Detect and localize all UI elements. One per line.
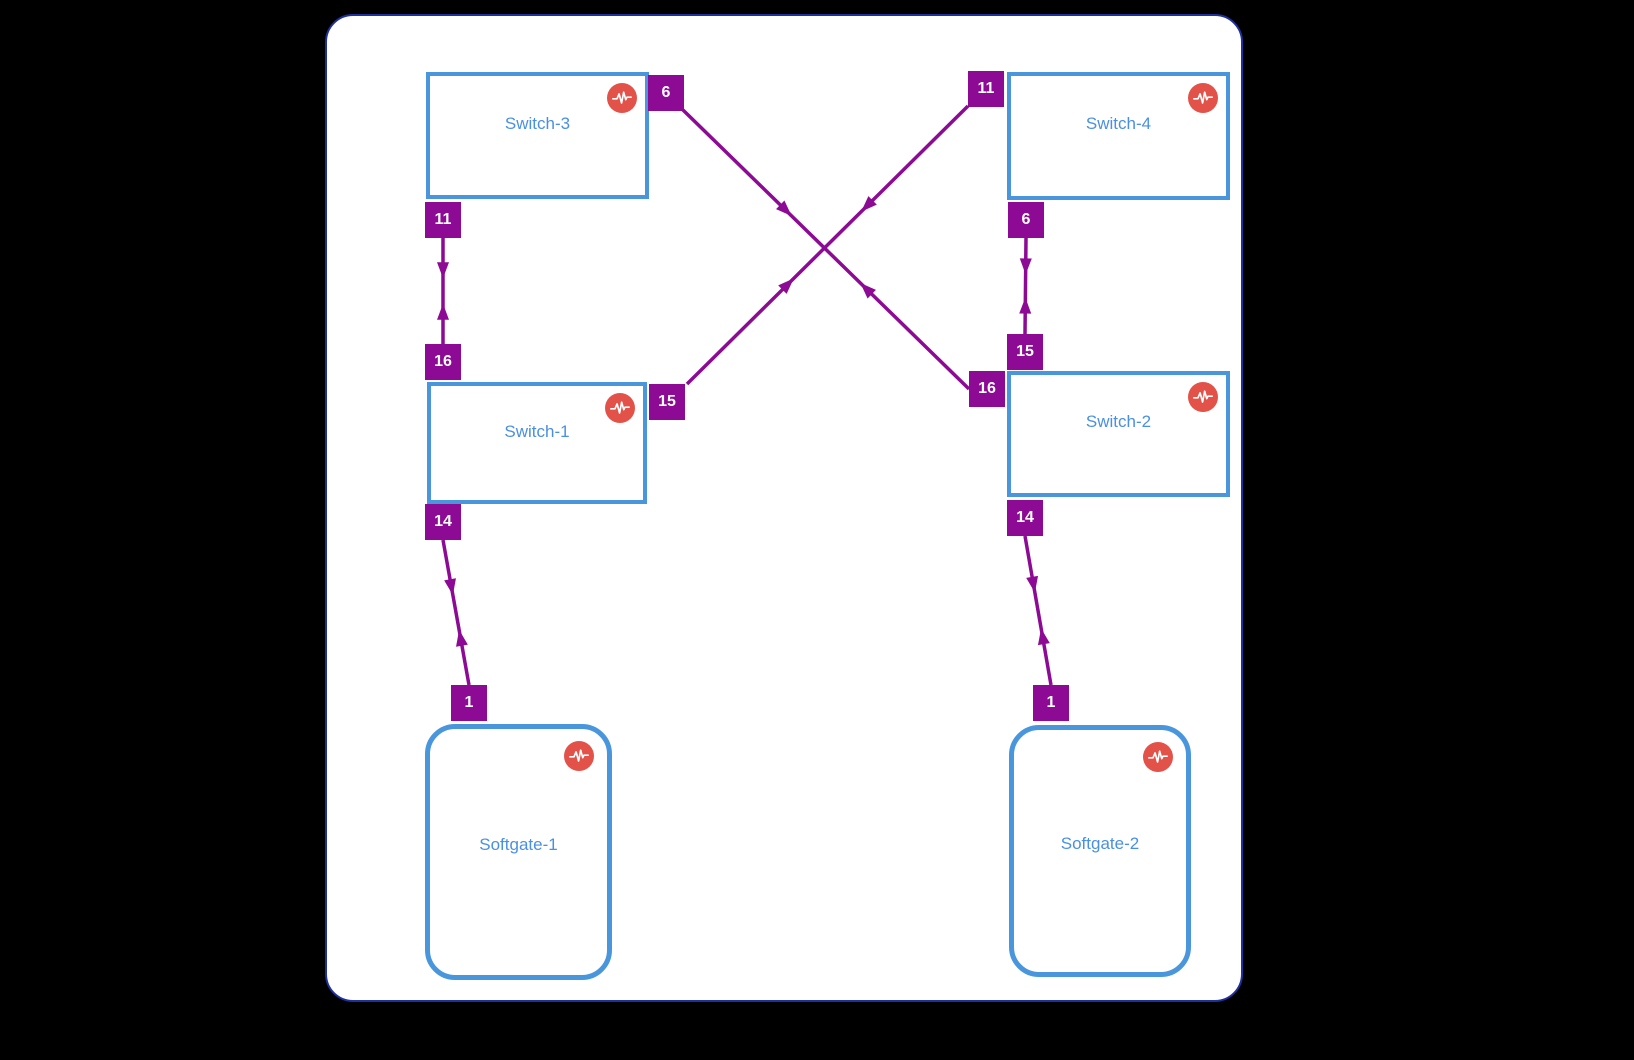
node-softgate-2[interactable]: Softgate-2 [1009,725,1191,977]
pulse-waveform [1193,390,1213,403]
port-switch-1-14[interactable]: 14 [425,504,461,540]
link-switch2-14-softgate2-1-arrow-backward [1037,628,1050,646]
activity-icon [1188,83,1218,113]
diagram-canvas[interactable]: Switch-3 Switch-4 Switch-1 Switch-2 Soft… [325,14,1243,1002]
pulse-waveform [569,749,589,762]
node-switch-1[interactable]: Switch-1 [427,382,647,504]
link-switch4-6-switch2-15-line[interactable] [1023,237,1028,335]
link-switch4-11-switch1-15-arrow-backward [778,278,794,294]
link-switch3-11-switch1-16-arrow-forward [437,262,449,279]
node-label-switch-2: Switch-2 [1085,412,1152,432]
port-switch-3-11[interactable]: 11 [425,202,461,238]
link-switch2-14-softgate2-1-arrow-forward [1026,575,1039,593]
port-switch-1-15[interactable]: 15 [649,384,685,420]
link-switch3-6-switch2-16-arrow-backward [860,282,876,299]
node-label-softgate-2: Softgate-2 [1060,833,1140,853]
port-switch-3-6[interactable]: 6 [648,75,684,111]
activity-icon [1143,742,1173,772]
node-label-softgate-1: Softgate-1 [479,834,558,854]
link-switch3-11-switch1-16-arrow-backward [437,303,449,320]
link-switch3-6-switch2-16-arrow-forward [776,200,792,217]
port-switch-2-14[interactable]: 14 [1007,500,1043,536]
pulse-waveform [1148,750,1168,763]
node-label-switch-3: Switch-3 [504,113,571,133]
pulse-waveform [610,401,630,414]
link-switch1-14-softgate1-1-arrow-backward [456,629,468,647]
link-switch4-11-switch1-15[interactable] [685,104,970,386]
links-layer [437,104,1053,686]
activity-icon [1188,382,1218,412]
node-softgate-1[interactable]: Softgate-1 [425,724,612,980]
link-switch1-14-softgate1-1-arrow-forward [444,578,456,596]
node-switch-3[interactable]: Switch-3 [426,72,649,199]
port-switch-2-16[interactable]: 16 [969,371,1005,407]
port-switch-4-6[interactable]: 6 [1008,202,1044,238]
port-switch-4-11[interactable]: 11 [968,71,1004,107]
pulse-waveform [1193,91,1213,104]
link-switch3-11-switch1-16[interactable] [437,238,449,344]
node-switch-4[interactable]: Switch-4 [1007,72,1230,200]
link-switch2-14-softgate2-1[interactable] [1023,535,1053,686]
link-switch1-14-softgate1-1-line[interactable] [441,539,471,686]
port-switch-1-16[interactable]: 16 [425,344,461,380]
link-switch4-11-switch1-15-arrow-forward [861,196,877,212]
port-switch-2-15[interactable]: 15 [1007,334,1043,370]
link-switch3-6-switch2-16[interactable] [681,108,971,391]
link-switch4-6-switch2-15-arrow-backward [1019,297,1032,314]
link-switch3-6-switch2-16-line[interactable] [681,108,971,391]
port-softgate-1-1[interactable]: 1 [451,685,487,721]
node-label-switch-4: Switch-4 [1085,114,1152,133]
link-switch2-14-softgate2-1-line[interactable] [1023,535,1053,686]
link-switch4-6-switch2-15-arrow-forward [1019,258,1032,275]
activity-icon [607,83,637,113]
activity-icon [605,393,635,423]
link-switch4-6-switch2-15[interactable] [1019,237,1032,335]
node-label-switch-1: Switch-1 [504,421,570,441]
port-softgate-2-1[interactable]: 1 [1033,685,1069,721]
link-switch4-11-switch1-15-line[interactable] [685,104,970,386]
pulse-waveform [612,91,632,104]
node-switch-2[interactable]: Switch-2 [1007,371,1230,497]
link-switch1-14-softgate1-1[interactable] [441,539,471,686]
activity-icon [564,741,594,771]
